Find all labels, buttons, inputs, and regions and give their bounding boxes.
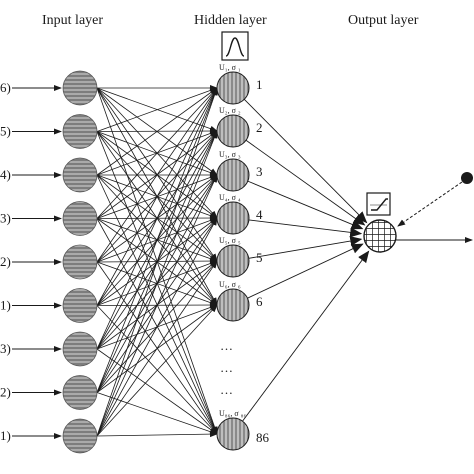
hidden-node [216, 201, 250, 235]
input-node [62, 157, 98, 193]
hidden-output-edge [248, 219, 363, 238]
hidden-node [216, 288, 250, 322]
input-node [62, 418, 98, 454]
linear-ramp-icon [366, 192, 391, 216]
input-node-label: 1) [0, 298, 11, 313]
input-node-label: 1) [0, 428, 11, 443]
input-hidden-edge [96, 260, 218, 437]
input-hidden-edge [96, 87, 218, 350]
hidden-ellipsis-2: … [220, 360, 233, 375]
input-hidden-edge [96, 304, 218, 437]
hidden-output-edge [245, 139, 366, 226]
input-node-label: 2) [0, 385, 11, 400]
hidden-node-param: U₁, σ ₁ [219, 63, 241, 72]
input-node [62, 288, 98, 323]
input-hidden-edge [96, 392, 218, 435]
hidden-node-number: 6 [256, 294, 263, 309]
input-hidden-edge [96, 87, 218, 263]
hidden-node-number: 3 [256, 164, 263, 179]
hidden-node [216, 244, 250, 278]
input-node [62, 375, 98, 410]
hidden-node-param: U₃, σ ₃ [219, 150, 241, 159]
hidden-node [216, 158, 250, 192]
input-node-label: 6) [0, 80, 11, 95]
hidden-ellipsis-1: … [220, 338, 233, 353]
input-node [62, 70, 98, 106]
hidden-layer-title: Hidden layer [194, 13, 267, 28]
hidden-output-edge [247, 243, 364, 299]
connections [96, 85, 473, 438]
hidden-node-number: 86 [256, 430, 270, 445]
hidden-output-edge [247, 180, 364, 230]
input-layer-title: Input layer [42, 13, 103, 28]
gaussian-bell-icon [221, 31, 249, 61]
hidden-node-number: 2 [256, 120, 263, 135]
input-hidden-edge [96, 217, 218, 437]
hidden-output-edge [248, 236, 363, 259]
input-node-label: 3) [0, 341, 11, 356]
hidden-output-edge [242, 250, 370, 422]
hidden-node-number: 5 [256, 250, 263, 265]
input-node-label: 2) [0, 254, 11, 269]
input-hidden-edge [96, 348, 218, 435]
hidden-node-param: U₈₆, σ ₈₆ [219, 409, 246, 418]
hidden-output-edge [243, 99, 368, 224]
input-layer: 6) 5) 4) 3) 2) 1) 3) 2) 1) [0, 70, 98, 454]
input-node [62, 244, 98, 280]
input-node-label: 4) [0, 167, 11, 182]
input-hidden-edge [96, 87, 218, 219]
input-node [62, 114, 98, 149]
hidden-node-number: 4 [256, 207, 263, 222]
input-node-label: 3) [0, 211, 11, 226]
bias-node [461, 172, 473, 184]
input-hidden-edge [96, 130, 218, 437]
input-hidden-edge [96, 87, 218, 132]
hidden-node-param: U₆, σ ₆ [219, 280, 241, 289]
hidden-node-param: U₂, σ ₂ [219, 106, 241, 115]
output-layer-title: Output layer [348, 13, 419, 28]
hidden-layer: U₁, σ ₁ 1U₂, σ ₂ 2U₃, σ ₃ 3U₄, σ ₄ 4U₅, σ ₅ 5… [216, 63, 270, 451]
input-node-label: 5) [0, 124, 11, 139]
output-node [363, 219, 397, 253]
input-node [62, 201, 98, 236]
bias-edge [397, 181, 463, 227]
input-node [62, 331, 98, 367]
hidden-node [216, 114, 250, 148]
input-hidden-edge [96, 87, 218, 306]
input-hidden-edge [96, 174, 218, 437]
input-hidden-edge [96, 431, 218, 438]
hidden-node-param: U₄, σ ₄ [219, 193, 241, 202]
hidden-node [216, 417, 250, 451]
hidden-node [216, 71, 250, 105]
output-layer [363, 172, 473, 253]
hidden-ellipsis-3: … [220, 382, 233, 397]
input-hidden-edge [96, 87, 218, 393]
hidden-node-number: 1 [256, 77, 263, 92]
input-hidden-edge [96, 87, 218, 176]
input-hidden-edge [96, 87, 218, 437]
hidden-node-param: U₅, σ ₅ [219, 236, 241, 245]
